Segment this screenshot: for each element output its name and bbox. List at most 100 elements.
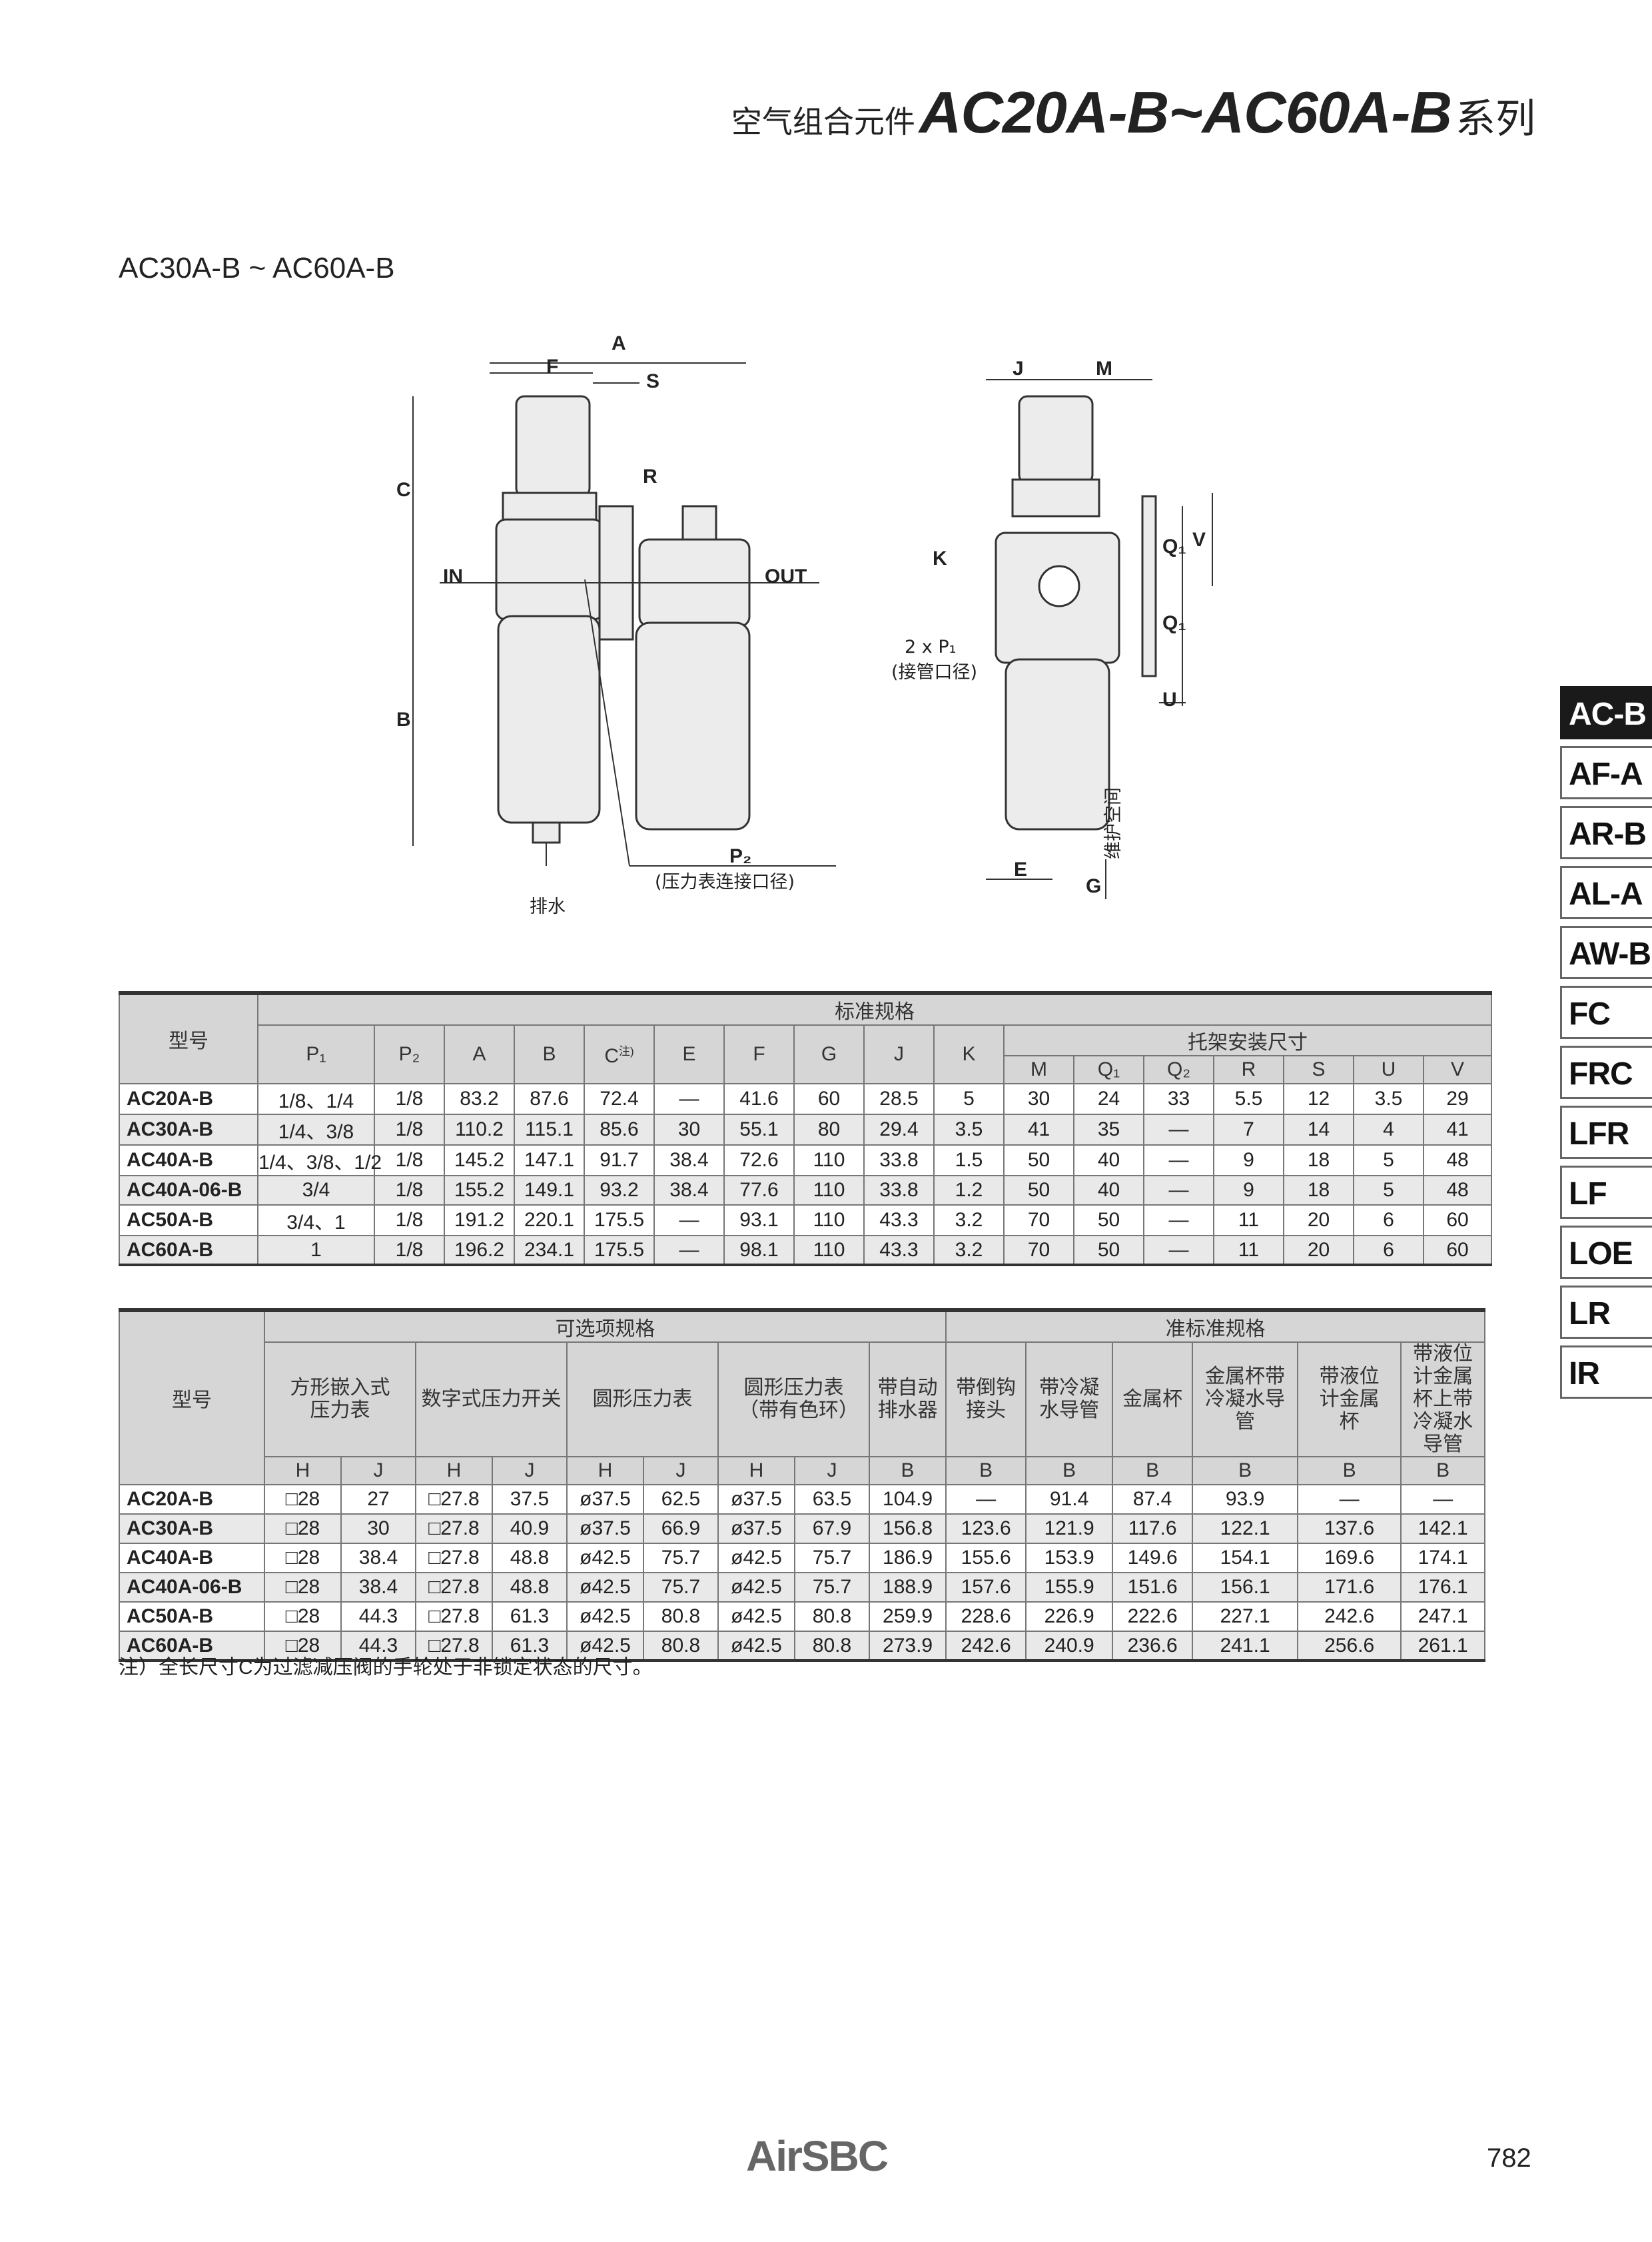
table-cell: — xyxy=(1143,1114,1214,1146)
model-cell: AC40A-06-B xyxy=(119,1175,258,1206)
model-cell: AC60A-B xyxy=(119,1631,265,1662)
table-cell: 80.8 xyxy=(643,1601,719,1632)
col-header: J xyxy=(863,1024,935,1084)
col-header: K xyxy=(933,1024,1005,1084)
table-cell: 70 xyxy=(1003,1204,1074,1236)
table-cell: ø37.5 xyxy=(566,1513,644,1544)
table-cell: 175.5 xyxy=(584,1204,655,1236)
sub-header: B xyxy=(1297,1456,1402,1485)
table-cell: 188.9 xyxy=(868,1572,947,1603)
sub-header: H xyxy=(717,1456,795,1485)
table-cell: 3.5 xyxy=(933,1114,1005,1146)
table-cell: □27.8 xyxy=(415,1513,493,1544)
tab-frc[interactable]: FRC xyxy=(1560,1046,1652,1099)
table-cell: 110 xyxy=(793,1204,865,1236)
table-cell: 24 xyxy=(1073,1083,1144,1115)
col-header: R xyxy=(1213,1055,1284,1084)
table-cell: 1/8 xyxy=(374,1083,445,1115)
option-header: 可选项规格 xyxy=(263,1308,947,1343)
standard-spec-table: 型号 标准规格 P₁ P₂ A B C注) E F G J K 托架安装尺寸 M… xyxy=(119,991,1493,1266)
table-cell: 273.9 xyxy=(868,1631,947,1662)
table-cell: 48.8 xyxy=(492,1543,568,1573)
tab-af-a[interactable]: AF-A xyxy=(1560,746,1652,799)
label-p1: 2 x P₁ xyxy=(905,637,956,657)
table-cell: □27.8 xyxy=(415,1631,493,1662)
section-subtitle: AC30A-B ~ AC60A-B xyxy=(119,252,395,284)
table-cell: 60 xyxy=(793,1083,865,1115)
drain-port xyxy=(532,821,561,844)
table-cell: — xyxy=(1297,1484,1402,1515)
table-cell: 27 xyxy=(340,1484,416,1515)
dim-B: B xyxy=(396,709,411,731)
table-cell: 186.9 xyxy=(868,1543,947,1573)
table-cell: 115.1 xyxy=(514,1114,585,1146)
col-c-label: C xyxy=(604,1044,619,1067)
table-cell: 247.1 xyxy=(1400,1601,1486,1632)
table-cell: 191.2 xyxy=(444,1204,515,1236)
table-cell: 48 xyxy=(1422,1175,1493,1206)
tab-lfr[interactable]: LFR xyxy=(1560,1106,1652,1159)
tab-loe[interactable]: LOE xyxy=(1560,1226,1652,1279)
model-header: 型号 xyxy=(119,991,258,1084)
header-prefix: 空气组合元件 xyxy=(731,104,915,140)
sub-header: J xyxy=(794,1456,870,1485)
table-cell: 234.1 xyxy=(514,1235,585,1266)
connector-block xyxy=(598,505,634,641)
table-cell: 41 xyxy=(1422,1114,1493,1146)
table-cell: 1/8 xyxy=(374,1144,445,1176)
tab-al-a[interactable]: AL-A xyxy=(1560,866,1652,919)
table-cell: 236.6 xyxy=(1112,1631,1194,1662)
regulator-body xyxy=(495,518,604,621)
table-cell: 156.1 xyxy=(1192,1572,1299,1603)
table-cell: 110 xyxy=(793,1144,865,1176)
col-header: U xyxy=(1353,1055,1424,1084)
table-cell: — xyxy=(653,1235,725,1266)
table-cell: 228.6 xyxy=(945,1601,1027,1632)
table-cell: 33 xyxy=(1143,1083,1214,1115)
model-cell: AC60A-B xyxy=(119,1235,258,1266)
table-cell: — xyxy=(653,1204,725,1236)
model-cell: AC30A-B xyxy=(119,1114,258,1146)
table-cell: □28 xyxy=(264,1513,342,1544)
table-cell: 50 xyxy=(1073,1204,1144,1236)
group-header: 带液位计金属杯上带冷凝水导管 xyxy=(1400,1341,1486,1457)
tab-ir[interactable]: IR xyxy=(1560,1345,1652,1399)
table-cell: 110.2 xyxy=(444,1114,515,1146)
group-header: 方形嵌入式压力表 xyxy=(264,1341,416,1457)
table-cell: 40.9 xyxy=(492,1513,568,1544)
table-cell: 123.6 xyxy=(945,1513,1027,1544)
tab-ac-b[interactable]: AC-B xyxy=(1560,686,1652,739)
table-cell: 155.9 xyxy=(1025,1572,1114,1603)
tab-lf[interactable]: LF xyxy=(1560,1166,1652,1219)
table-cell: 241.1 xyxy=(1192,1631,1299,1662)
table-cell: 3.2 xyxy=(933,1235,1005,1266)
dim-A: A xyxy=(612,332,626,354)
group-header: 圆形压力表（带有色环） xyxy=(717,1341,870,1457)
table-cell: 1/8、1/4 xyxy=(257,1083,375,1115)
header-suffix: 系列 xyxy=(1455,96,1535,143)
table-cell: □27.8 xyxy=(415,1484,493,1515)
table-cell: 174.1 xyxy=(1400,1543,1486,1573)
col-header: V xyxy=(1422,1055,1493,1084)
dim-S: S xyxy=(646,370,659,392)
table-cell: ø42.5 xyxy=(566,1543,644,1573)
table-cell: □27.8 xyxy=(415,1601,493,1632)
table-cell: 80.8 xyxy=(794,1631,870,1662)
tab-lr[interactable]: LR xyxy=(1560,1286,1652,1339)
table-cell: 18 xyxy=(1283,1144,1354,1176)
tab-ar-b[interactable]: AR-B xyxy=(1560,806,1652,859)
table-cell: 41 xyxy=(1003,1114,1074,1146)
sub-header: B xyxy=(1025,1456,1114,1485)
sub-header: H xyxy=(264,1456,342,1485)
tab-fc[interactable]: FC xyxy=(1560,986,1652,1039)
table-cell: 240.9 xyxy=(1025,1631,1114,1662)
table-cell: 87.4 xyxy=(1112,1484,1194,1515)
table-cell: 256.6 xyxy=(1297,1631,1402,1662)
model-cell: AC40A-B xyxy=(119,1144,258,1176)
tab-aw-b[interactable]: AW-B xyxy=(1560,926,1652,979)
table-cell: 43.3 xyxy=(863,1235,935,1266)
dimension-drawing: A F S R C B IN OUT P₂ J M K V Q₁ Q₁ U E … xyxy=(396,332,1213,917)
